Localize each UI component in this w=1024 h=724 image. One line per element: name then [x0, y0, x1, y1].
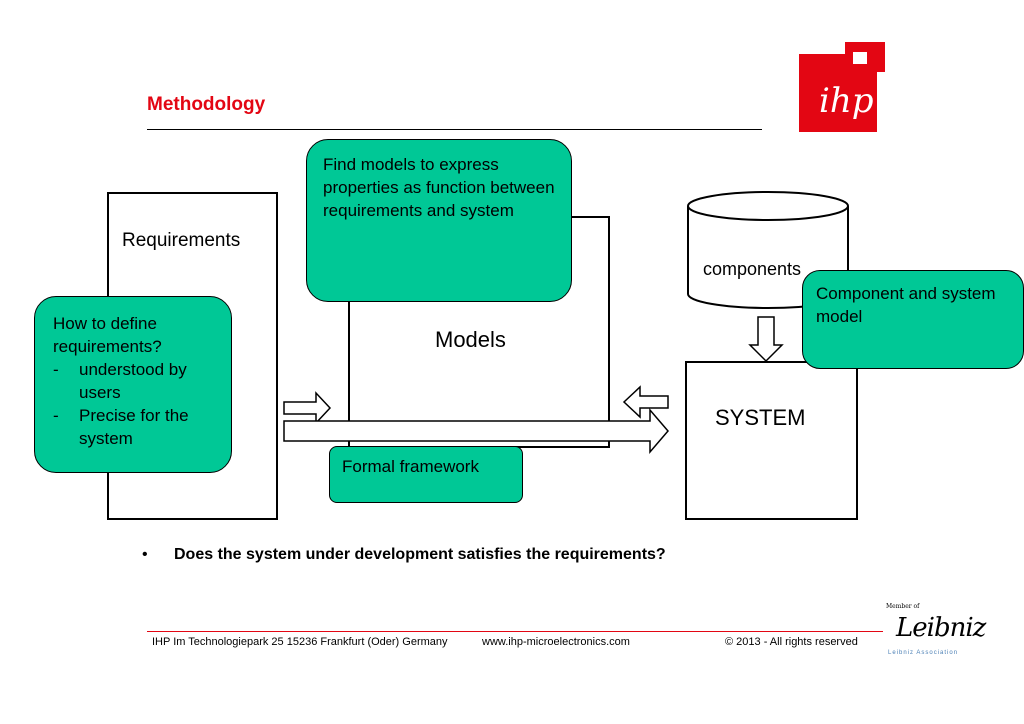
slide-title: Methodology — [147, 94, 266, 115]
title-divider — [147, 129, 762, 130]
component-model-text: Component and system model — [816, 284, 996, 326]
system-label: SYSTEM — [715, 405, 806, 430]
ihp-logo: ihp — [797, 42, 885, 132]
how-define-callout: How to define requirements? - understood… — [34, 296, 232, 473]
down-arrow — [748, 316, 784, 363]
leibniz-signature: Leibniz — [896, 613, 986, 643]
bullet-question: Does the system under development satisf… — [174, 546, 666, 563]
how-define-heading: How to define requirements? — [53, 314, 162, 356]
requirements-label: Requirements — [122, 230, 241, 251]
list-item-text: understood by users — [79, 360, 187, 402]
find-models-callout: Find models to express properties as fun… — [306, 139, 572, 302]
list-item: - understood by users — [53, 358, 213, 404]
footer-divider — [147, 631, 883, 632]
leibniz-association-label: Leibniz Association — [888, 650, 959, 656]
models-label: Models — [435, 327, 506, 352]
list-item-text: Precise for the system — [79, 406, 189, 448]
footer-website[interactable]: www.ihp-microelectronics.com — [482, 636, 630, 648]
member-of-label: Member of — [886, 603, 920, 610]
components-label: components — [703, 259, 802, 279]
formal-framework-text: Formal framework — [342, 457, 479, 476]
right-arrow-small — [283, 391, 332, 425]
ihp-logo-icon: ihp — [799, 42, 885, 132]
list-item: - Precise for the system — [53, 404, 213, 450]
bullet-symbol: • — [142, 546, 148, 563]
left-arrow — [622, 385, 669, 419]
how-define-list: - understood by users - Precise for the … — [53, 358, 213, 450]
footer-copyright: © 2013 - All rights reserved — [725, 636, 858, 648]
footer-address: IHP Im Technologiepark 25 15236 Frankfur… — [152, 636, 448, 648]
list-dash: - — [53, 360, 59, 379]
leibniz-logo: Member of Leibniz Leibniz Association — [884, 603, 986, 673]
component-model-callout: Component and system model — [802, 270, 1024, 369]
right-arrow-long — [283, 407, 669, 455]
formal-framework-callout: Formal framework — [329, 446, 523, 503]
system-box: SYSTEM — [685, 361, 858, 520]
svg-text:ihp: ihp — [819, 81, 874, 121]
find-models-text: Find models to express properties as fun… — [323, 155, 555, 220]
list-dash: - — [53, 406, 59, 425]
